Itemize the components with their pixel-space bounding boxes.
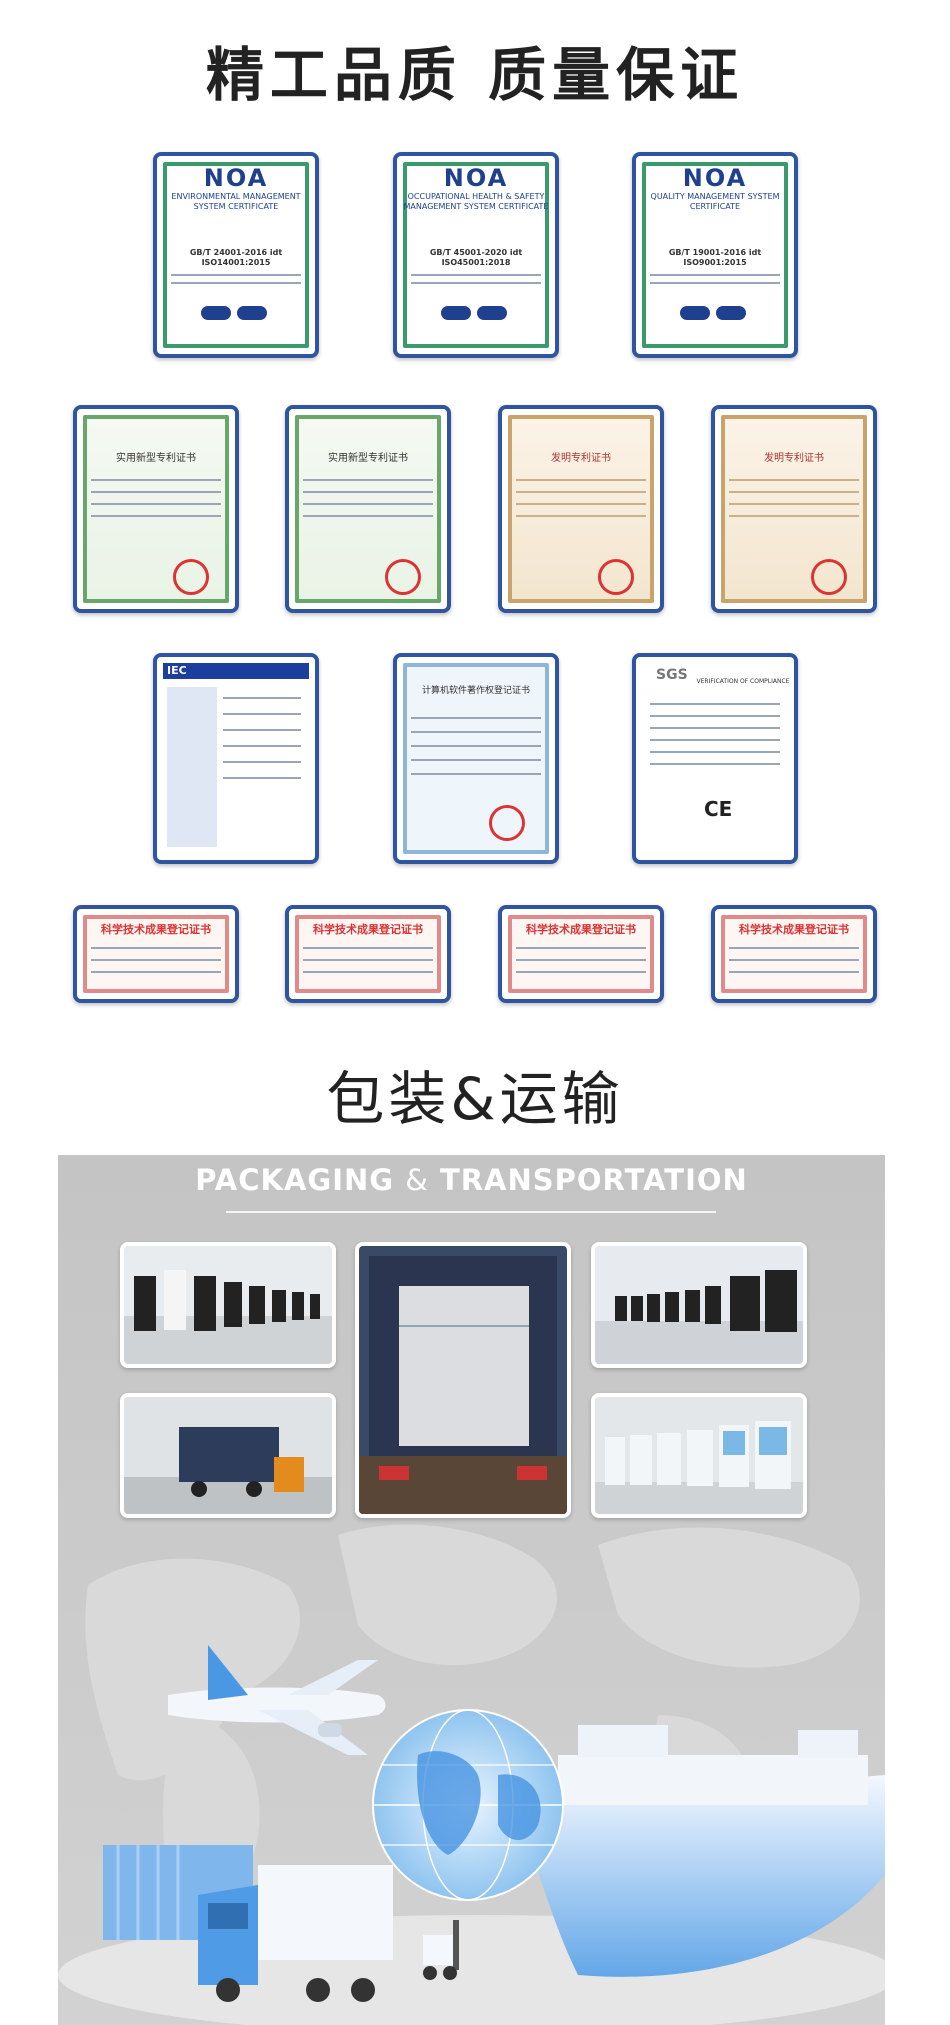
iaf-logo — [201, 306, 231, 320]
iec-test-report: IEC — [153, 653, 319, 864]
anab-logo — [441, 306, 471, 320]
official-seal — [173, 559, 209, 595]
packaging-title: PACKAGING & TRANSPORTATION — [58, 1163, 885, 1197]
certificate-title: ENVIRONMENTAL MANAGEMENT SYSTEM CERTIFIC… — [171, 192, 301, 211]
utility-patent-certificate-1: 实用新型专利证书 — [73, 405, 239, 613]
environmental-certificate: NOA ENVIRONMENTAL MANAGEMENT SYSTEM CERT… — [153, 152, 319, 358]
packaging-title-right: TRANSPORTATION — [439, 1163, 748, 1197]
packaging-title-amp: & — [405, 1163, 429, 1197]
noa-logo: NOA — [203, 164, 269, 192]
occupational-health-certificate: NOA OCCUPATIONAL HEALTH & SAFETY MANAGEM… — [393, 152, 559, 358]
cnas-logo — [237, 306, 267, 320]
registration-certificate-1: 科学技术成果登记证书 — [73, 905, 239, 1003]
certificate-standard: GB/T 45001-2020 idt ISO45001:2018 — [429, 248, 523, 267]
photo-machines-in-warehouse — [120, 1242, 336, 1368]
certificate-standard: GB/T 24001-2016 idt ISO14001:2015 — [189, 248, 283, 267]
registration-certificate-4: 科学技术成果登记证书 — [711, 905, 877, 1003]
certificate-title: 计算机软件著作权登记证书 — [421, 686, 530, 696]
official-seal — [489, 805, 525, 841]
certificate-title: OCCUPATIONAL HEALTH & SAFETY MANAGEMENT … — [403, 192, 549, 211]
packaging-title-left: PACKAGING — [195, 1163, 395, 1197]
certificate-standard: GB/T 19001-2016 idt ISO9001:2015 — [668, 248, 762, 267]
title-underline — [226, 1211, 716, 1213]
certificate-title: 科学技术成果登记证书 — [526, 923, 636, 936]
iaf-logo — [477, 306, 507, 320]
certificate-title: 科学技术成果登记证书 — [739, 923, 849, 936]
packaging-heading: 包装&运输 — [326, 1065, 624, 1133]
photo-loaded-container — [355, 1242, 571, 1518]
ce-mark: CE — [704, 797, 733, 821]
software-copyright-certificate: 计算机软件著作权登记证书 — [393, 653, 559, 864]
official-seal — [811, 559, 847, 595]
certificate-title: QUALITY MANAGEMENT SYSTEM CERTIFICATE — [650, 192, 780, 211]
certificate-title: VERIFICATION OF COMPLIANCE — [696, 678, 790, 685]
utility-patent-certificate-2: 实用新型专利证书 — [285, 405, 451, 613]
packaging-banner: PACKAGING & TRANSPORTATION — [58, 1155, 885, 2025]
registration-certificate-2: 科学技术成果登记证书 — [285, 905, 451, 1003]
official-seal — [598, 559, 634, 595]
iec-logo: IEC — [167, 664, 187, 677]
noa-logo: NOA — [682, 164, 748, 192]
registration-certificate-3: 科学技术成果登记证书 — [498, 905, 664, 1003]
sgs-verification-certificate: SGS VERIFICATION OF COMPLIANCE CE — [632, 653, 798, 864]
photo-machine-rows — [591, 1242, 807, 1368]
quality-heading: 精工品质 质量保证 — [205, 41, 745, 109]
certificate-title: 科学技术成果登记证书 — [101, 923, 211, 936]
quality-management-certificate: NOA QUALITY MANAGEMENT SYSTEM CERTIFICAT… — [632, 152, 798, 358]
iaf-logo — [680, 306, 710, 320]
cnas-logo — [716, 306, 746, 320]
certificate-title: 发明专利证书 — [551, 453, 611, 464]
photo-vending-machines — [591, 1393, 807, 1518]
invention-patent-certificate-2: 发明专利证书 — [711, 405, 877, 613]
invention-patent-certificate-1: 发明专利证书 — [498, 405, 664, 613]
certificate-title: 发明专利证书 — [764, 453, 824, 464]
sgs-logo: SGS — [656, 667, 688, 683]
noa-logo: NOA — [443, 164, 509, 192]
certificate-title: 实用新型专利证书 — [328, 453, 408, 464]
certificate-title: 科学技术成果登记证书 — [313, 923, 423, 936]
photo-truck-loading — [120, 1393, 336, 1518]
certificate-title: 实用新型专利证书 — [116, 453, 196, 464]
official-seal — [385, 559, 421, 595]
